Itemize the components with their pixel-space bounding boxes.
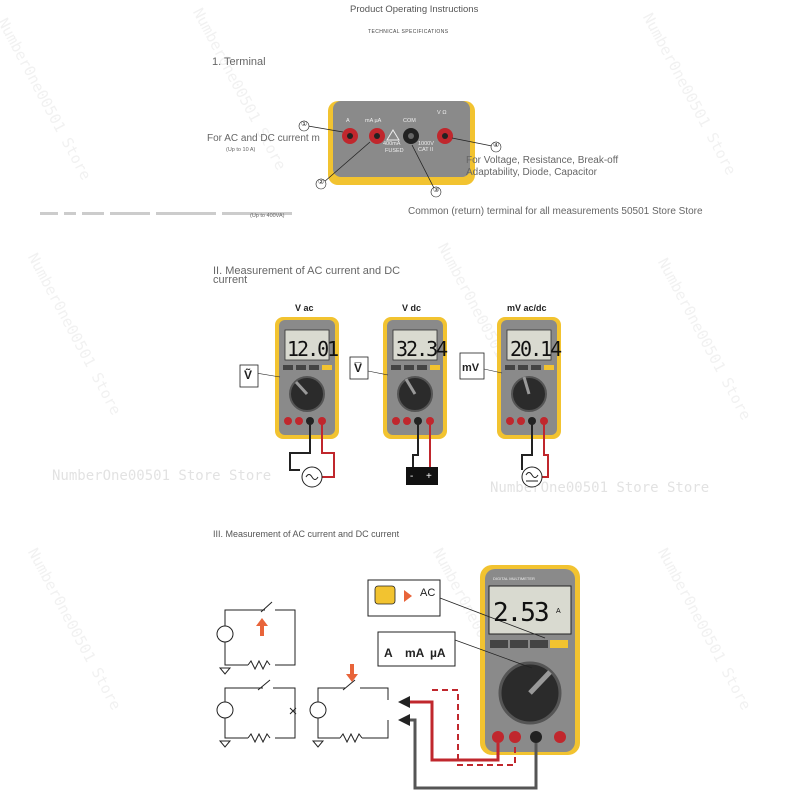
watermark: Number0ne00501 Store [24, 545, 125, 713]
fused-text: FUSED [385, 148, 404, 154]
watermark: Number0ne00501 Store [654, 545, 755, 713]
callout-4: ④ [493, 142, 500, 149]
arrow-icon [256, 618, 268, 636]
meter-label-vdc: V dc [402, 303, 422, 313]
mv-symbol: mV [462, 362, 480, 374]
resistor-icon [247, 659, 271, 671]
ac-source-icon [309, 701, 327, 719]
vac-symbol: Ṽ [244, 368, 253, 382]
document-title: Product Operating Instructions [350, 4, 479, 15]
ground-icon [218, 667, 232, 675]
vdc-symbol: V̅ [354, 361, 363, 375]
current-limit-note: (Up to 10 A) [226, 147, 256, 153]
voltage-terminal-note-2: Adaptability, Diode, Capacitor [466, 167, 597, 178]
black-probe-lead [410, 718, 538, 790]
meter-label-mv: mV ac/dc [507, 303, 547, 313]
meter-mv [459, 317, 561, 488]
document-subtitle: TECHNICAL SPECIFICATIONS [368, 29, 449, 35]
meter-body [333, 101, 470, 177]
ac-label: AC [420, 587, 436, 599]
terminal-label-a: A [346, 118, 350, 124]
terminal-label-v: V Ω [437, 110, 447, 116]
mode-callout-box [377, 631, 456, 667]
lcd-reading: 2.53 [493, 598, 550, 628]
terminal-label-com: COM [403, 118, 416, 124]
watermark: NumberOne00501 Store Store [490, 480, 710, 496]
watermark: Number0ne00501 Store [0, 15, 95, 183]
fused-rating: 400mA [383, 141, 401, 147]
lcd-reading: 20.14 [510, 337, 562, 361]
watermark: Number0ne00501 Store [654, 255, 755, 423]
red-probe-lead-alt [432, 689, 516, 766]
current-measurement-diagram [216, 565, 580, 790]
terminal-diagram [298, 101, 502, 198]
voltage-terminal-note-1: For Voltage, Resistance, Break-off [466, 155, 619, 166]
lcd-display [284, 329, 330, 361]
red-probe-lead [410, 700, 500, 762]
terminal-label-ma: mA µA [365, 118, 382, 124]
callout-1: ① [301, 121, 308, 128]
watermark: NumberOne00501 Store Store [52, 468, 272, 484]
mode-a: A [384, 646, 393, 660]
meter-vac [239, 317, 339, 488]
meter-vdc: - + [349, 317, 447, 485]
watermark: Number0ne00501 Store [24, 250, 125, 418]
blurred-note [40, 202, 370, 216]
resistor-icon [247, 732, 271, 744]
section-3-title: III. Measurement of AC current and DC cu… [213, 529, 400, 539]
lcd-display [392, 329, 438, 361]
mode-ua: µA [430, 646, 446, 660]
current-terminal-note: For AC and DC current m [207, 133, 320, 144]
section-1-title: 1. Terminal [212, 56, 266, 68]
arrow-icon [346, 664, 358, 682]
ground-icon [311, 740, 325, 748]
va-limit-note: (Up to 400VA) [250, 213, 285, 219]
ac-source-icon [216, 625, 234, 643]
meter-brand: DIGITAL MULTIMETER [493, 576, 535, 581]
mode-ma: mA [405, 646, 425, 660]
meter-label-vac: V ac [295, 303, 314, 313]
lcd-display [506, 329, 552, 361]
svg-text:-: - [410, 471, 413, 482]
section-2-title: II. Measurement of AC current and DC cur… [213, 265, 401, 286]
svg-text:+: + [426, 471, 432, 482]
callout-3: ③ [433, 187, 440, 194]
lcd-reading: 32.34 [396, 337, 448, 361]
resistor-icon [339, 732, 363, 744]
cat-rating: 1000V CAT II [418, 141, 434, 153]
warning-icon [386, 129, 400, 141]
lcd-reading: 12.01 [287, 337, 339, 361]
lcd-display [488, 585, 572, 635]
common-terminal-note: Common (return) terminal for all measure… [408, 206, 703, 217]
ground-icon [218, 740, 232, 748]
watermark: Number0ne00501 Store [639, 10, 740, 178]
arrow-icon [404, 590, 412, 602]
battery-icon [406, 467, 438, 485]
lcd-unit: A [556, 608, 561, 615]
callout-2: ② [318, 179, 325, 186]
acdc-source-icon [521, 466, 543, 488]
ac-source-icon [216, 701, 234, 719]
